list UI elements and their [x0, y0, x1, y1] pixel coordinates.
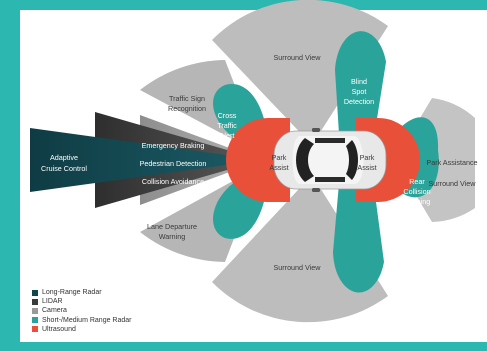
label-collision-avoidance: Collision Avoidance	[142, 177, 204, 186]
label-rear-collision: Rear Collision Warning	[403, 177, 430, 206]
frame-left-border	[0, 0, 20, 351]
svg-text:Traffic Sign: Traffic Sign	[169, 94, 205, 103]
label-adaptive-cruise: Adaptive Cruise Control	[41, 153, 87, 173]
svg-text:Cruise Control: Cruise Control	[41, 164, 87, 173]
legend-item-lidar: LIDAR	[32, 297, 138, 306]
svg-text:Adaptive: Adaptive	[50, 153, 78, 162]
label-blind-spot: Blind Spot Detection	[344, 77, 374, 106]
legend-item-ultrasound: Ultrasound	[32, 325, 138, 334]
svg-text:Detection: Detection	[344, 97, 374, 106]
svg-text:Rear: Rear	[409, 177, 425, 186]
svg-text:Lane Departure: Lane Departure	[147, 222, 197, 231]
label-surround-view-right: Surround View	[428, 179, 476, 188]
svg-text:Traffic: Traffic	[217, 121, 237, 130]
legend-label: Long-Range Radar	[42, 289, 102, 297]
label-park-assist-front: Park Assist	[269, 153, 288, 172]
label-park-assistance: Park Assistance	[426, 158, 477, 167]
legend-swatch	[32, 326, 38, 333]
legend-item-short-medium-radar: Short-/Medium Range Radar	[32, 316, 138, 325]
svg-text:Warning: Warning	[159, 232, 186, 241]
legend-item-camera: Camera	[32, 306, 138, 315]
park-assist-front-zone	[226, 118, 290, 202]
surround-view-bottom-zone	[212, 175, 388, 323]
svg-text:Alert: Alert	[220, 131, 235, 140]
svg-text:Assist: Assist	[269, 163, 288, 172]
frame-top-border	[0, 0, 487, 10]
svg-text:Spot: Spot	[352, 87, 367, 96]
legend-swatch	[32, 317, 38, 324]
legend-label: Short-/Medium Range Radar	[42, 316, 132, 324]
legend: Long-Range Radar LIDAR Camera Short-/Med…	[32, 288, 138, 334]
legend-swatch	[32, 307, 38, 314]
label-cross-traffic: Cross Traffic Alert	[217, 111, 237, 140]
label-surround-view-top: Surround View	[273, 53, 321, 62]
svg-text:Assist: Assist	[357, 163, 376, 172]
legend-swatch	[32, 298, 38, 305]
blind-spot-bottom-zone	[333, 172, 384, 293]
label-pedestrian-detection: Pedestrian Detection	[140, 159, 207, 168]
svg-text:Recognition: Recognition	[168, 104, 206, 113]
svg-text:Warning: Warning	[404, 197, 431, 206]
long-range-radar-zone	[30, 128, 262, 192]
car-topview	[273, 128, 387, 192]
frame-bottom-border	[0, 342, 487, 351]
svg-text:Park: Park	[272, 153, 287, 162]
svg-text:Cross: Cross	[218, 111, 237, 120]
label-emergency-braking: Emergency Braking	[142, 141, 205, 150]
legend-item-long-range-radar: Long-Range Radar	[32, 288, 138, 297]
legend-label: Camera	[42, 307, 67, 315]
surround-view-top-zone	[212, 0, 388, 145]
label-park-assist-rear: Park Assist	[357, 153, 376, 172]
label-surround-view-bottom: Surround View	[273, 263, 321, 272]
label-lane-departure: Lane Departure Warning	[147, 222, 197, 241]
legend-label: LIDAR	[42, 298, 63, 306]
legend-label: Ultrasound	[42, 325, 76, 333]
label-traffic-sign: Traffic Sign Recognition	[168, 94, 206, 113]
svg-text:Blind: Blind	[351, 77, 367, 86]
svg-text:Collision: Collision	[403, 187, 430, 196]
svg-text:Park: Park	[360, 153, 375, 162]
legend-swatch	[32, 289, 38, 296]
